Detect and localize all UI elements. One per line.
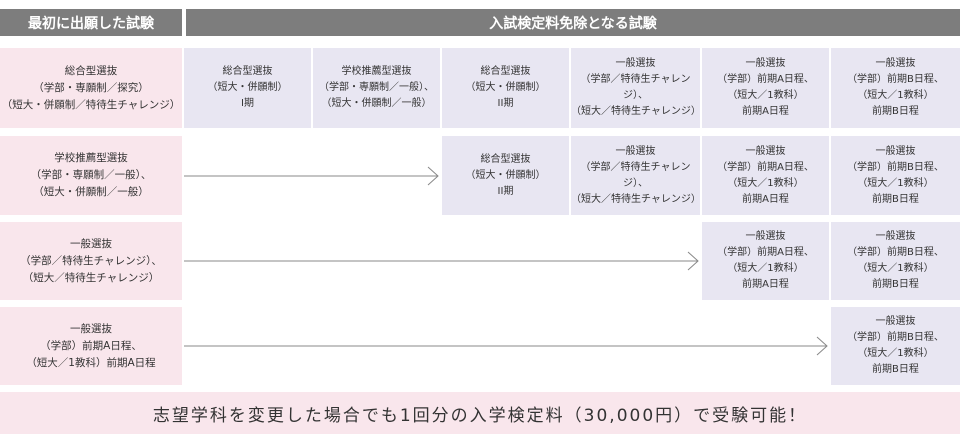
exempt-cell: 総合型選抜 （短大・併願制） II期: [442, 136, 569, 215]
exempt-cell: 総合型選抜 （短大・併願制） I期: [184, 48, 311, 128]
exempt-cell: 一般選抜 （学部）前期B日程、 （短大／1教科） 前期B日程: [831, 307, 960, 385]
exempt-cell: 一般選抜 （学部）前期B日程、 （短大／1教科） 前期B日程: [831, 222, 960, 300]
row-label-ippan: 一般選抜 （学部／特待生チャレンジ）、 （短大／特待生チャレンジ）: [0, 222, 182, 300]
header-exempt-exams: 入試検定料免除となる試験: [186, 9, 960, 36]
exempt-cell: 一般選抜 （学部）前期A日程、 （短大／1教科） 前期A日程: [702, 48, 829, 128]
arrow-right-icon: [184, 336, 828, 356]
row-label-ippan-zenki-a: 一般選抜 （学部）前期A日程、 （短大／1教科）前期A日程: [0, 307, 182, 385]
exempt-cell: 一般選抜 （学部）前期B日程、 （短大／1教科） 前期B日程: [831, 136, 960, 215]
arrow-right-icon: [184, 251, 699, 271]
header-first-exam: 最初に出願した試験: [0, 9, 182, 36]
exempt-cell: 学校推薦型選抜 （学部・専願制／一般）、 （短大・併願制／一般）: [313, 48, 440, 128]
exempt-cell: 一般選抜 （学部／特待生チャレンジ）、 （短大／特待生チャレンジ）: [571, 48, 701, 128]
arrow-right-icon: [184, 166, 439, 186]
exempt-cell: 一般選抜 （学部）前期A日程、 （短大／1教科） 前期A日程: [702, 136, 829, 215]
row-label-suisen: 学校推薦型選抜 （学部・専願制／一般）、 （短大・併願制／一般）: [0, 136, 182, 215]
exempt-cell: 一般選抜 （学部）前期B日程、 （短大／1教科） 前期B日程: [831, 48, 960, 128]
exempt-cell: 一般選抜 （学部）前期A日程、 （短大／1教科） 前期A日程: [702, 222, 829, 300]
footer-note: 志望学科を変更した場合でも1回分の入学検定料（30,000円）で受験可能！: [0, 392, 960, 434]
exempt-cell: 総合型選抜 （短大・併願制） II期: [442, 48, 569, 128]
exempt-cell: 一般選抜 （学部／特待生チャレンジ）、 （短大／特待生チャレンジ）: [571, 136, 701, 215]
row-label-sougou: 総合型選抜 （学部・専願制／探究） （短大・併願制／特待生チャレンジ）: [0, 48, 182, 128]
